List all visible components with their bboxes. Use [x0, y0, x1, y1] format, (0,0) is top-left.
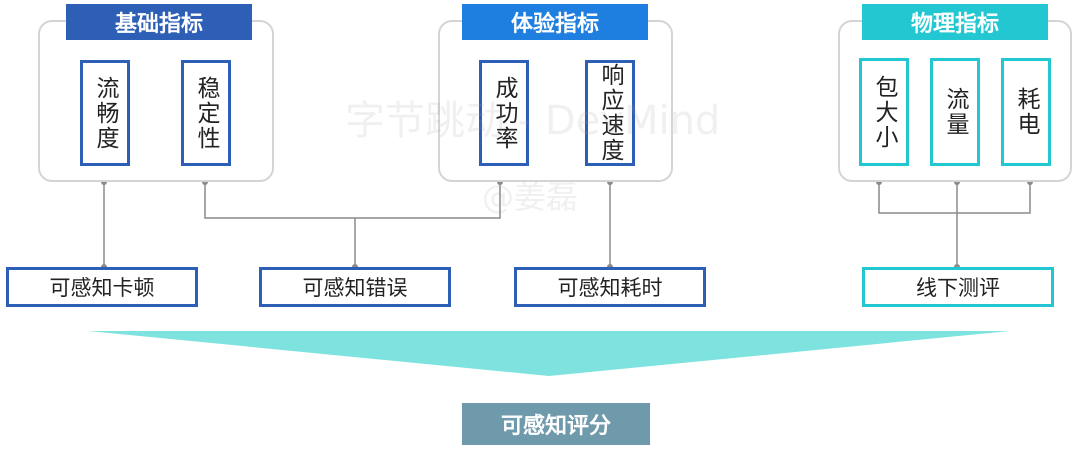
metric-package-size-label: 包大小: [871, 74, 897, 150]
group-title-basic: 基础指标: [66, 4, 252, 40]
final-perceived-score: 可感知评分: [462, 403, 650, 445]
metric-fluency-label: 流畅度: [92, 75, 118, 151]
metric-stability: 稳定性: [181, 60, 231, 166]
outcome-perceived-error: 可感知错误: [259, 267, 451, 307]
outcome-perceived-stutter: 可感知卡顿: [6, 267, 198, 307]
metric-response-speed: 响应速度: [585, 60, 635, 166]
outcome-perceived-latency: 可感知耗时: [514, 267, 706, 307]
metric-fluency: 流畅度: [80, 60, 130, 166]
metric-traffic: 流量: [930, 58, 980, 166]
metric-success-rate: 成功率: [479, 60, 529, 166]
group-title-physical: 物理指标: [862, 4, 1048, 40]
metric-traffic-label: 流量: [942, 87, 968, 137]
group-title-experience: 体验指标: [462, 4, 648, 40]
metric-stability-label: 稳定性: [193, 75, 219, 151]
metric-package-size: 包大小: [859, 58, 909, 166]
metric-power: 耗电: [1001, 58, 1051, 166]
connector-stability-success: [204, 182, 501, 219]
group-basic-metrics: [38, 20, 274, 182]
funnel-shape: [88, 331, 1010, 376]
group-experience-metrics: [438, 20, 673, 182]
connector-physical-bar: [878, 182, 1031, 214]
metric-success-rate-label: 成功率: [491, 75, 517, 151]
metric-response-speed-label: 响应速度: [597, 63, 623, 163]
metric-power-label: 耗电: [1013, 87, 1039, 137]
outcome-offline-evaluation: 线下测评: [862, 267, 1054, 307]
